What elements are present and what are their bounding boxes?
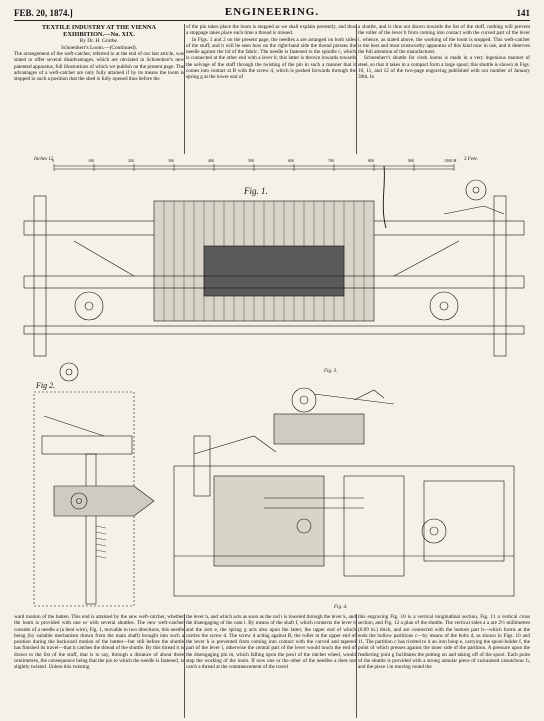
text-column-bottom-1: ward motion of the batten. This end is a…	[14, 614, 184, 718]
scale-marks: 0 100 200 300 400 500 600 700 800 900 10…	[52, 158, 457, 163]
scale-mark: 500	[248, 158, 254, 163]
fig-3-weft-catcher	[193, 387, 395, 497]
text-column-3: a shuttle, and is thus not drawn towards…	[358, 24, 530, 154]
fig-1-caption: Fig. 1.	[243, 186, 268, 196]
text-column-2: of the pin takes place the loom is stopp…	[186, 24, 356, 154]
scale-mark: 100	[88, 158, 94, 163]
scale-bar	[53, 164, 455, 171]
paragraph: ward motion of the batten. This end is a…	[14, 614, 184, 671]
paragraph: the lever h, and which acts as soon as t…	[186, 614, 356, 671]
column-divider	[356, 614, 357, 718]
page-number: 141	[516, 8, 531, 18]
issue-date: FEB. 20, 1874.]	[14, 8, 73, 18]
scale-mark: 300	[168, 158, 174, 163]
scale-mark: 1000 M.	[444, 158, 457, 163]
article-byline: By Dr. H. Grothe.	[79, 38, 119, 45]
text-column-bottom-3: this engraving Fig. 10 is a vertical lon…	[358, 614, 530, 718]
fig-4-plan	[173, 465, 515, 597]
scale-mark: 800	[368, 158, 374, 163]
article-title: TEXTILE INDUSTRY AT THE VIENNA EXHIBITIO…	[14, 24, 184, 38]
paragraph: Schoenherr's shuttle for cloth looms is …	[358, 55, 530, 81]
fig-4-caption: Fig. 4.	[333, 605, 347, 610]
loom-engraving: Inches 12 3 Feet. 0 100 200 300 400 500 …	[23, 157, 525, 610]
fig-1-loom	[23, 165, 525, 357]
scale-mark: 200	[128, 158, 134, 163]
scale-mark: 900	[408, 158, 414, 163]
article-subhead: Schoenherr's Loom.—(Continued).	[61, 44, 137, 51]
page-header: FEB. 20, 1874.] ENGINEERING. 141	[14, 4, 530, 20]
scale-mark: 400	[208, 158, 214, 163]
text-column-1: TEXTILE INDUSTRY AT THE VIENNA EXHIBITIO…	[14, 24, 184, 154]
journal-title: ENGINEERING.	[224, 6, 320, 18]
column-divider	[184, 24, 185, 154]
text-column-bottom-2: the lever h, and which acts as soon as t…	[186, 614, 356, 718]
fig-3-caption: Fig. 3.	[323, 369, 337, 374]
article-title-line-2: EXHIBITION.—No. XIX.	[63, 31, 135, 39]
scale-label-left: Inches 12	[33, 157, 54, 162]
header-rule	[14, 20, 530, 21]
scale-mark: 700	[328, 158, 334, 163]
paragraph: a shuttle, and is thus not drawn towards…	[358, 24, 530, 56]
article-title-line-1: TEXTILE INDUSTRY AT THE VIENNA	[41, 24, 157, 31]
fig-2-detail	[33, 362, 155, 607]
column-divider	[184, 614, 185, 718]
fig-2-caption: Fig 2.	[35, 381, 55, 390]
paragraph: In Figs. 1 and 2 on the present page, th…	[186, 36, 356, 81]
paragraph: this engraving Fig. 10 is a vertical lon…	[358, 614, 530, 671]
scale-mark: 600	[288, 158, 294, 163]
column-divider	[356, 24, 357, 154]
paragraph: The arrangement of the weft-catcher, ref…	[14, 51, 184, 83]
paragraph: of the pin takes place the loom is stopp…	[186, 24, 356, 37]
scale-mark: 0	[52, 158, 54, 163]
scale-label-right: 3 Feet.	[464, 157, 478, 162]
